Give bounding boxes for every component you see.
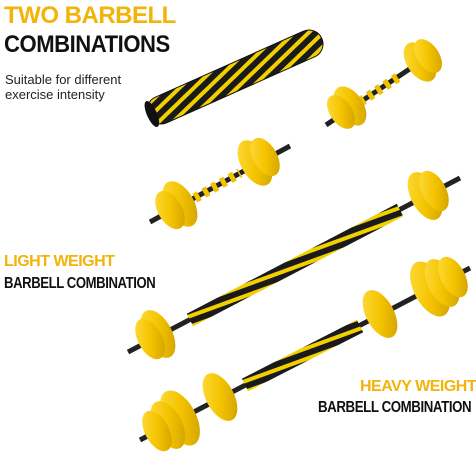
subtitle: Suitable for different exercise intensit… [5,72,122,102]
heavy-weight-barbell [138,256,472,452]
heavy-weight-title: HEAVY WEIGHT [360,378,476,395]
light-weight-title: LIGHT WEIGHT [4,253,115,270]
light-weight-subtitle: BARBELL COMBINATION [4,275,156,292]
dumbbell-middle-left [148,137,292,230]
dumbbell-top-right [324,39,443,129]
heavy-weight-subtitle: BARBELL COMBINATION [318,399,472,416]
headline-line1: TWO BARBELL [4,2,176,29]
extension-bar [144,29,324,127]
light-weight-barbell [126,170,462,360]
headline-line2: COMBINATIONS [4,31,170,58]
